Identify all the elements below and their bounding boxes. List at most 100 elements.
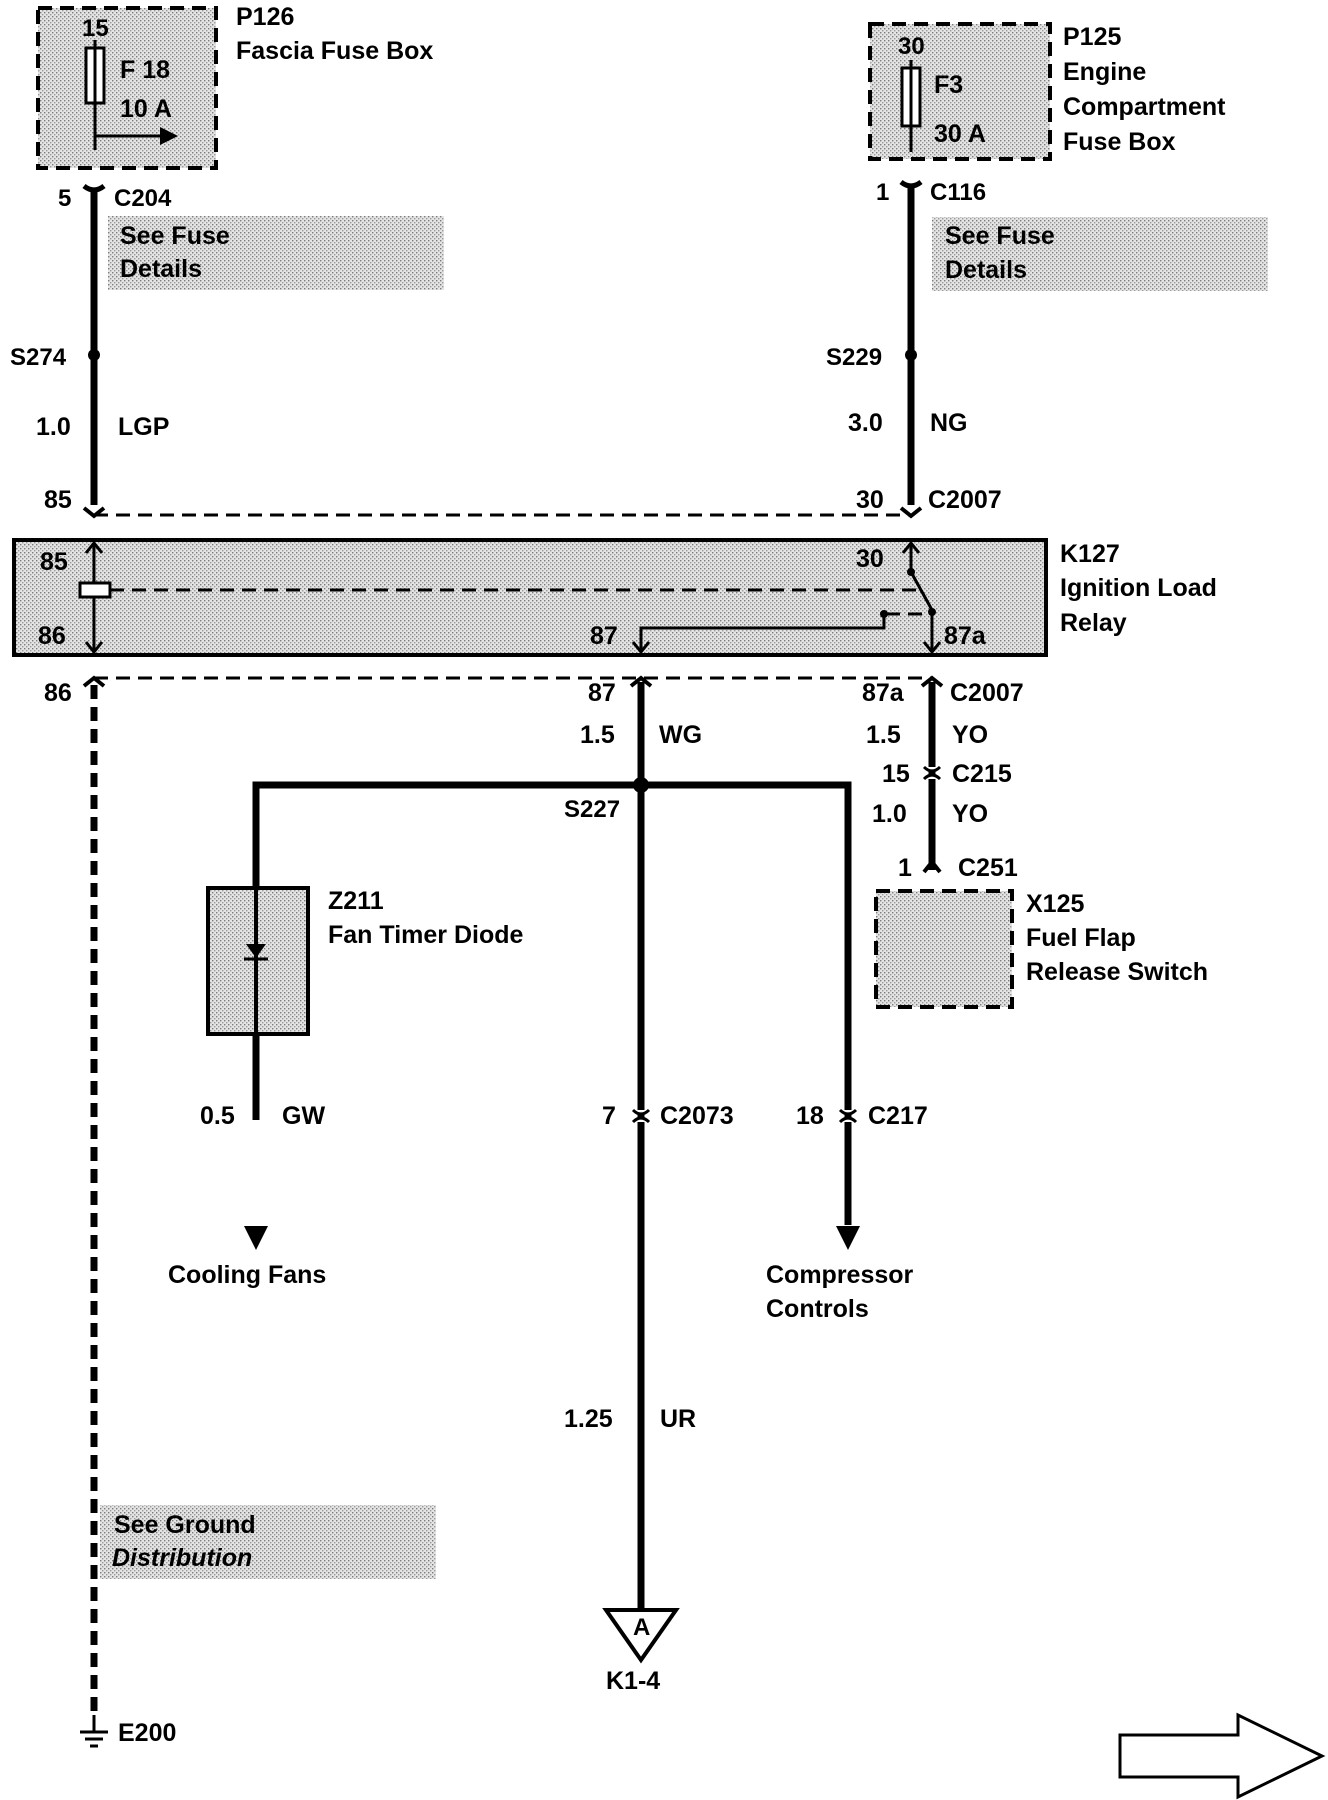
- ur-size: 1.25: [564, 1405, 613, 1433]
- offpage-connector-icon: A: [602, 1608, 680, 1664]
- wg-color: WG: [659, 721, 702, 749]
- cooling-fans-label: Cooling Fans: [168, 1261, 326, 1289]
- relay-name-line-1: Ignition Load: [1060, 574, 1217, 602]
- relay-name-line-2: Relay: [1060, 609, 1127, 637]
- p126-fuse-name: F 18: [120, 56, 170, 84]
- c2073-name: C2073: [660, 1102, 734, 1130]
- c217-pin: 18: [796, 1102, 824, 1130]
- c116-pin: 1: [876, 179, 889, 206]
- z211-name: Fan Timer Diode: [328, 921, 524, 949]
- c215-pin: 15: [882, 760, 910, 788]
- next-page-arrow-icon[interactable]: [1118, 1712, 1326, 1800]
- s229-label: S229: [826, 344, 882, 371]
- offpage-letter: A: [633, 1614, 650, 1641]
- compressor-controls-line-1: Compressor: [766, 1261, 914, 1289]
- connector-c217-icon: [838, 1108, 858, 1124]
- fuse-details-left-line-1: See Fuse: [120, 222, 230, 250]
- arrow-right-icon: [95, 127, 178, 145]
- arrow-down-icon: [244, 1226, 268, 1250]
- offpage-ref[interactable]: K1-4: [606, 1667, 660, 1695]
- ground-note-line-1: See Ground: [114, 1511, 256, 1539]
- connector-c215-icon: [922, 765, 942, 781]
- s227-label: S227: [564, 796, 620, 823]
- connector-c2073-icon: [631, 1108, 651, 1124]
- k127-relay: 85 86 30 87 87a K127 Ignition Load Relay: [12, 538, 1217, 657]
- p125-fuse-name: F3: [934, 71, 963, 99]
- splice-s274: [88, 349, 100, 361]
- compressor-controls-line-2: Controls: [766, 1295, 869, 1323]
- p125-name-line-1: Engine: [1063, 58, 1146, 86]
- p125-pin: 30: [898, 33, 925, 60]
- relay-pin-87: 87: [590, 622, 618, 650]
- p125-name-line-3: Fuse Box: [1063, 128, 1176, 156]
- p125-fuse-rating: 30 A: [934, 120, 986, 148]
- z211-fan-timer-diode: Z211 Fan Timer Diode: [206, 886, 524, 1036]
- relay-coil-icon: [78, 581, 112, 599]
- p125-name-line-2: Compartment: [1063, 93, 1226, 121]
- p126-fuse-box: 15 F 18 10 A P126 Fascia Fuse Box: [36, 3, 433, 170]
- c116-name: C116: [930, 179, 986, 206]
- c204-name: C204: [114, 185, 172, 212]
- x125-id: X125: [1026, 890, 1084, 918]
- diode-icon: [244, 944, 268, 961]
- ground-note-line-2: Distribution: [112, 1544, 252, 1572]
- ng-color: NG: [930, 409, 968, 437]
- p126-name: Fascia Fuse Box: [236, 37, 433, 65]
- ng-size: 3.0: [848, 409, 883, 437]
- lgp-color: LGP: [118, 413, 169, 441]
- see-ground-distribution-note[interactable]: [100, 1505, 436, 1579]
- see-fuse-details-left-note[interactable]: [108, 216, 444, 290]
- relay-pin-86: 86: [38, 622, 66, 650]
- connector-c116-icon: [899, 179, 923, 189]
- c2007-pin-85-top: 85: [44, 486, 72, 514]
- arrow-down-icon: [836, 1226, 860, 1250]
- c251-name: C251: [958, 854, 1018, 882]
- c2007-name-top: C2007: [928, 486, 1002, 514]
- c2007-name-bottom: C2007: [950, 679, 1024, 707]
- yo-lower-size: 1.0: [872, 800, 907, 828]
- x125-name-line-1: Fuel Flap: [1026, 924, 1136, 952]
- c2007-pin-87-bottom: 87: [588, 679, 616, 707]
- relay-switch-icon: [909, 571, 934, 611]
- gw-size: 0.5: [200, 1102, 235, 1130]
- yo-upper-size: 1.5: [866, 721, 901, 749]
- splice-s229: [905, 349, 917, 361]
- fuse-details-right-line-1: See Fuse: [945, 222, 1055, 250]
- c2007-pin-86-bottom: 86: [44, 679, 72, 707]
- splice-s227: [633, 777, 649, 793]
- ground-icon: [80, 1715, 108, 1748]
- fuse-details-right-line-2: Details: [945, 256, 1027, 284]
- x125-fuel-flap-release-switch: X125 Fuel Flap Release Switch: [874, 889, 1208, 1009]
- relay-pin-30: 30: [856, 545, 884, 573]
- p126-fuse-rating: 10 A: [120, 95, 172, 123]
- gw-color: GW: [282, 1102, 325, 1130]
- see-fuse-details-right-note[interactable]: [932, 217, 1268, 291]
- c2007-pin-30-top: 30: [856, 486, 884, 514]
- x125-name-line-2: Release Switch: [1026, 958, 1208, 986]
- ground-circuit: See Ground Distribution E200: [80, 685, 436, 1748]
- ground-id: E200: [118, 1719, 176, 1747]
- ur-color: UR: [660, 1405, 696, 1433]
- p126-pin: 15: [82, 15, 109, 42]
- right-feed-circuit: 1 C116 See Fuse Details S229 3.0 NG 30 C…: [826, 179, 1268, 514]
- relay-pin-87a: 87a: [944, 622, 987, 650]
- wg-size: 1.5: [580, 721, 615, 749]
- c204-pin: 5: [58, 185, 71, 212]
- c2007-pin-87a-bottom: 87a: [862, 679, 905, 707]
- p125-fuse-box: 30 F3 30 A P125 Engine Compartment Fuse …: [868, 22, 1226, 161]
- z211-id: Z211: [328, 887, 384, 915]
- wg-circuit: 1.5 WG S227: [252, 682, 852, 1610]
- relay-id: K127: [1060, 540, 1120, 568]
- c217-name: C217: [868, 1102, 928, 1130]
- p126-id: P126: [236, 3, 294, 31]
- yo-lower-color: YO: [952, 800, 988, 828]
- yo-circuit: 1.5 YO 15 C215 1.0 YO 1 C251: [866, 682, 1018, 882]
- fuse-details-left-line-2: Details: [120, 255, 202, 283]
- relay-pin-85: 85: [40, 548, 68, 576]
- connector-c204-icon: [82, 183, 106, 193]
- left-feed-circuit: 5 C204 See Fuse Details S274 1.0 LGP 85: [10, 183, 444, 514]
- c215-name: C215: [952, 760, 1012, 788]
- c2073-pin: 7: [602, 1102, 616, 1130]
- lgp-size: 1.0: [36, 413, 71, 441]
